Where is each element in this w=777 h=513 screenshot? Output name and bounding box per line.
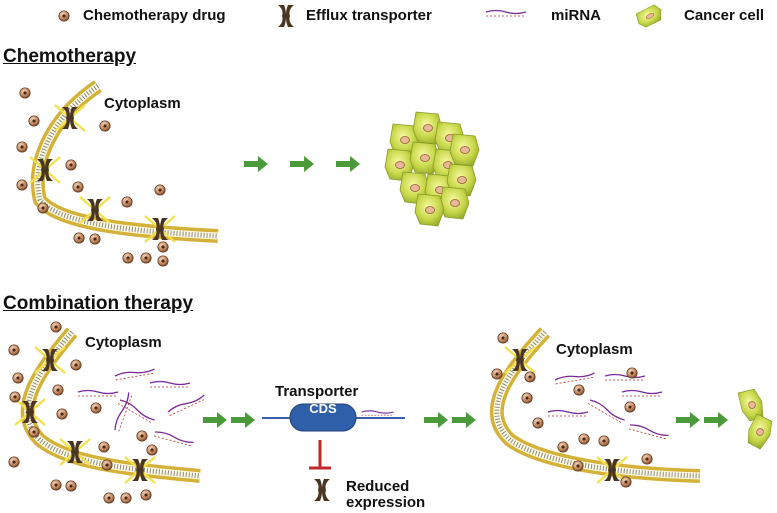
combination-therapy-title: Combination therapy <box>3 293 194 314</box>
cytoplasm-label-1: Cytoplasm <box>104 95 181 112</box>
combo-arrows-3 <box>676 412 728 428</box>
legend-drug-label: Chemotherapy drug <box>83 7 226 24</box>
combo-mirna-right <box>547 370 670 440</box>
chemo-arrows <box>244 156 360 172</box>
legend-transporter-label: Efflux transporter <box>306 7 432 24</box>
reduced-transporter-icon <box>314 479 330 501</box>
reduced-expression-label: Reduced expression <box>346 479 425 511</box>
tumor-cluster <box>384 111 480 227</box>
legend-cancer-label: Cancer cell <box>684 7 765 24</box>
cytoplasm-label-2: Cytoplasm <box>85 334 162 351</box>
legend-drug-icon <box>58 10 70 22</box>
reduced-cancer-cells <box>735 385 776 452</box>
cytoplasm-label-3: Cytoplasm <box>556 341 633 358</box>
transporter-gene <box>262 403 405 501</box>
cds-label: CDS <box>309 401 337 416</box>
legend-cancer-icon <box>633 1 666 31</box>
transporter-gene-label: Transporter <box>275 383 359 400</box>
reduced-line2: expression <box>346 494 426 511</box>
combo-arrows-2 <box>424 412 476 428</box>
legend-transporter-icon <box>278 5 294 27</box>
combo-membrane-left <box>20 327 201 483</box>
chemotherapy-title: Chemotherapy <box>3 46 137 67</box>
reduced-line1: Reduced <box>346 478 410 495</box>
combo-arrows-1 <box>203 412 255 428</box>
legend-mirna-icon <box>485 9 527 17</box>
cds-box <box>289 403 357 432</box>
chemo-membrane <box>30 80 219 243</box>
legend-mirna-label: miRNA <box>551 7 602 24</box>
